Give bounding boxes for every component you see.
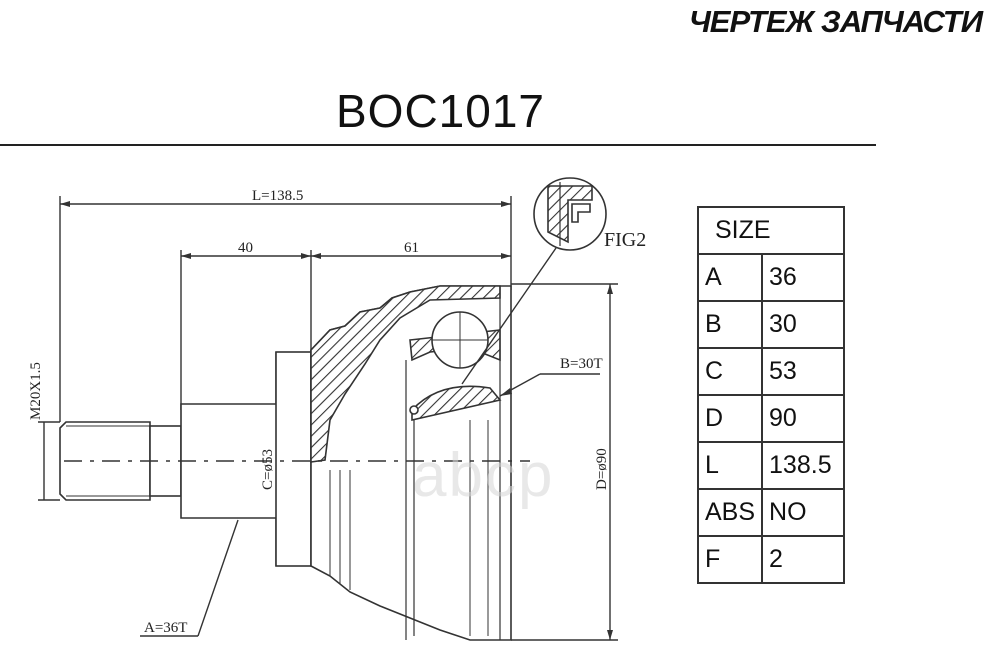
- size-table-header: SIZE: [696, 206, 846, 255]
- table-row: ABS NO: [696, 488, 846, 537]
- size-value: 90: [761, 394, 846, 443]
- dia-c-label: C=ø53: [260, 449, 276, 490]
- dia-d-label: D=ø90: [594, 448, 610, 490]
- fig2-detail: [533, 177, 607, 251]
- size-value: 138.5: [761, 441, 846, 490]
- brand-title: ЧЕРТЕЖ ЗАПЧАСТИ: [688, 4, 983, 39]
- table-row: B 30: [696, 300, 846, 349]
- size-value: 30: [761, 300, 846, 349]
- table-row: F 2: [696, 535, 846, 584]
- size-key: ABS: [696, 488, 764, 537]
- size-table-header-row: SIZE: [696, 206, 846, 255]
- size-table: SIZE A 36 B 30 C 53 D 90 L 138.5 ABS NO …: [696, 206, 846, 584]
- size-key: D: [696, 394, 764, 443]
- dimension-arrows: [60, 201, 613, 640]
- size-value: 53: [761, 347, 846, 396]
- dim-61-label: 61: [404, 240, 419, 256]
- outer-teeth-label: A=36T: [144, 620, 187, 636]
- dim-40-label: 40: [238, 240, 253, 256]
- part-number: BOC1017: [336, 85, 546, 137]
- table-row: C 53: [696, 347, 846, 396]
- inner-teeth-label: B=30T: [560, 356, 603, 372]
- size-key: C: [696, 347, 764, 396]
- fig2-label: FIG2: [604, 229, 646, 251]
- size-value: 36: [761, 253, 846, 302]
- arrow-b: [500, 388, 512, 396]
- size-key: A: [696, 253, 764, 302]
- size-value: NO: [761, 488, 846, 537]
- thread-label: M20X1.5: [28, 362, 44, 420]
- size-key: B: [696, 300, 764, 349]
- table-row: A 36: [696, 253, 846, 302]
- size-key: F: [696, 535, 764, 584]
- watermark-logo: abcp: [412, 441, 555, 510]
- leader-lines: [140, 247, 600, 637]
- bell-housing: [310, 285, 512, 641]
- table-row: D 90: [696, 394, 846, 443]
- size-value: 2: [761, 535, 846, 584]
- header-rule: [0, 144, 876, 146]
- dim-length-label: L=138.5: [252, 188, 303, 204]
- table-row: L 138.5: [696, 441, 846, 490]
- size-key: L: [696, 441, 764, 490]
